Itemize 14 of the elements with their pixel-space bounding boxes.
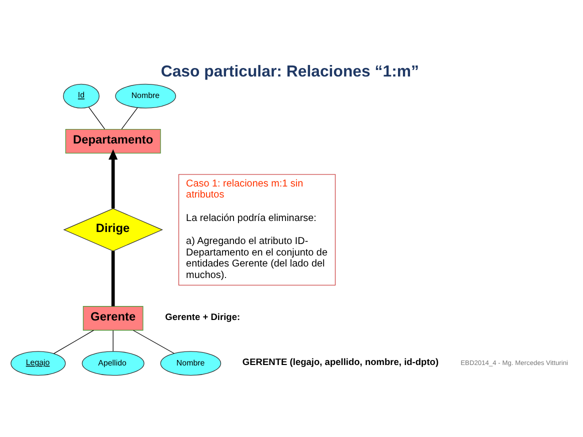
diagram-title: Caso particular: Relaciones “1:m” <box>160 63 419 80</box>
node-box: Gerente <box>82 306 144 331</box>
connector <box>111 251 115 306</box>
label: GERENTE (legajo, apellido, nombre, id-dpto) <box>242 357 439 368</box>
node-diamond: Dirige <box>63 208 164 252</box>
label: Gerente + Dirige: <box>165 312 240 322</box>
connector <box>54 330 94 354</box>
arrow <box>108 149 118 208</box>
connector <box>112 330 114 352</box>
node-box: Departamento <box>65 128 161 154</box>
connector <box>121 107 138 130</box>
node-box: Caso 1: relaciones m:1 sin atributos La relación podría eliminarse: a) Agregando el atributo ID-Departamento en el conjunto de entidades Gerente (del lado del muchos). <box>178 174 336 286</box>
connector <box>88 106 106 130</box>
connector <box>132 330 174 354</box>
